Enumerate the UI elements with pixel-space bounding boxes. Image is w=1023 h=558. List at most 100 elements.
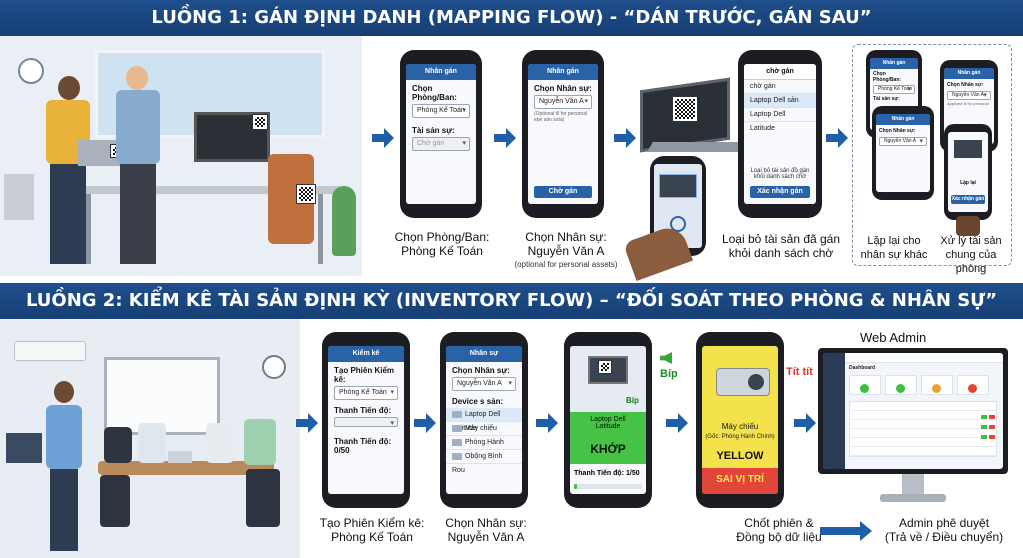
admin-topbar [845, 353, 1003, 363]
qr-sticker [598, 360, 612, 374]
stat-card[interactable] [885, 375, 917, 395]
arrow-right-icon [296, 413, 318, 433]
device-item[interactable]: Laptop Dell Latitude [446, 408, 522, 432]
warning-icon [932, 384, 941, 393]
staff-select[interactable]: Nguyễn Văn A [947, 91, 991, 100]
screen-header: chờ gán [744, 64, 816, 80]
clock-icon [18, 58, 44, 84]
monitor-base [880, 494, 946, 502]
optional-note: (Optional til for personal ebé sản sota) [534, 111, 588, 123]
caption-line: Xử lý tài sản [940, 235, 1002, 247]
device-label: Device s sản: [452, 397, 504, 406]
office-scene-1 [0, 36, 362, 276]
screen-header: Nhân gán [528, 64, 598, 80]
caption-line: Phòng Kế Toán [331, 530, 413, 544]
approve-button[interactable] [981, 425, 987, 429]
screen-header: Nhân gán [406, 64, 476, 80]
plant [332, 186, 356, 256]
staff-select[interactable]: Nguyễn Văn A [534, 95, 592, 109]
qr-sticker [296, 184, 316, 204]
person-legs [120, 164, 156, 264]
admin-monitor: Dashboard [818, 348, 1008, 474]
staff-label: Chọn Nhân sự: [452, 366, 510, 375]
check-icon [896, 384, 905, 393]
department-select[interactable]: Phòng Kế Toán [873, 85, 915, 94]
caption-2: Chọn Nhân sự: Nguyễn Văn A [426, 516, 546, 544]
person-head [54, 381, 74, 403]
matched-item: Laptop Dell Latitude [590, 416, 626, 430]
flow2-title: LUỒNG 2: KIỂM KÊ TÀI SẢN ĐỊNH KỲ (INVENT… [0, 283, 1023, 319]
caption-3: Loại bỏ tài sản đã gán khỏi danh sách ch… [712, 232, 850, 260]
confirm-assign-button[interactable]: Xác nhận gán [951, 195, 985, 204]
desk [70, 186, 340, 194]
caption-line: Chọn Nhân sự: [445, 516, 527, 530]
approve-button[interactable] [981, 435, 987, 439]
approve-button[interactable] [981, 415, 987, 419]
caption-line: Lặp lại cho [867, 235, 921, 247]
arrow-right-icon [666, 413, 688, 433]
progress-field [334, 417, 398, 430]
desk-leg [86, 194, 91, 264]
reject-button[interactable] [989, 415, 995, 419]
arrow-right-icon [494, 128, 516, 148]
progress-fill [574, 484, 577, 489]
department-label: Chọn Phòng/Ban: [412, 84, 457, 102]
staff-label: Tài sản sự: [873, 96, 900, 102]
repeat-label: Lập lại [960, 180, 976, 186]
reject-button[interactable] [989, 435, 995, 439]
device-item[interactable]: Phòng Hành [446, 436, 522, 450]
list-item[interactable]: Laptop Dell Latitude [744, 108, 816, 132]
stat-card[interactable] [921, 375, 953, 395]
clock-icon [262, 355, 286, 379]
screen-header: Kiểm kê [328, 346, 404, 362]
session-select[interactable]: Phòng Kế Toán [334, 386, 398, 400]
match-panel [570, 412, 646, 464]
meeting-table [98, 461, 274, 475]
phone-select-staff: Nhân gán Chọn Nhân sự: Nguyễn Văn A (Opt… [522, 50, 604, 218]
desk-leg [318, 194, 323, 264]
stat-card[interactable] [957, 375, 989, 395]
device-name: Obộng Bình Rou [452, 453, 503, 474]
staff-select[interactable]: Nguyễn Văn A [452, 377, 516, 391]
stat-card[interactable] [849, 375, 881, 395]
reject-button[interactable] [989, 425, 995, 429]
list-item[interactable]: chờ gán [744, 80, 816, 94]
air-conditioner [14, 341, 86, 361]
admin-table [849, 401, 997, 457]
phone-scan-wrong: Máy chiếu (Gốc: Phòng Hành Chính) YELLOW… [696, 332, 784, 508]
screen-header: Nhân gán [944, 68, 994, 79]
list-item[interactable]: Laptop Dell sản [744, 94, 816, 108]
chair [246, 469, 280, 527]
staff-select[interactable]: Chờ gán [412, 137, 470, 151]
printer [4, 174, 34, 220]
caption-line: nhân sự khác [860, 249, 928, 261]
progress-label: Thanh Tiến độ: [334, 406, 392, 415]
person-seated [244, 419, 276, 465]
caption-4: Admin phê duyệt (Trả về / Điều chuyển) [872, 516, 1016, 544]
flow1-title: LUỒNG 1: GÁN ĐỊNH DANH (MAPPING FLOW) - … [0, 0, 1023, 36]
device-item[interactable]: Máy chiếu [446, 422, 522, 436]
arrow-right-icon [372, 128, 394, 148]
caption-line: chung của phòng [945, 249, 997, 275]
staff-select[interactable]: Nguyễn Văn A [879, 137, 927, 146]
chair [100, 475, 130, 527]
caption-line: Admin phê duyệt [898, 516, 990, 530]
phone-shared-b: Lập lại Xác nhận gán [944, 124, 992, 220]
progress-text: Thanh Tiến độ: 0/50 [334, 437, 392, 455]
caption-3: Chốt phiên & Đồng bộ dữ liệu [714, 516, 844, 544]
phone-select-staff-inventory: Nhân sự Chọn Nhân sự: Nguyễn Văn A Devic… [440, 332, 528, 508]
person-body [116, 90, 160, 164]
assign-wait-button[interactable]: Chờ gán [534, 186, 592, 198]
admin-dashboard-label: Dashboard [849, 365, 876, 371]
device-item[interactable]: Obộng Bình Rou [446, 450, 522, 474]
progress-text: Thanh Tiến độ: 1/50 [574, 470, 640, 477]
caption-line: Nguyễn Văn A [447, 530, 525, 544]
confirm-assign-button[interactable]: Xác nhận gán [750, 186, 810, 198]
person-seated [206, 423, 234, 463]
arrow-right-icon [826, 128, 848, 148]
department-select[interactable]: Phòng Kế Toán [412, 104, 470, 118]
arrow-right-icon [794, 413, 816, 433]
screen-header: Nhân gán [870, 58, 918, 69]
wrong-item-origin: (Gốc: Phòng Hành Chính) [705, 434, 775, 440]
device-icon [452, 452, 462, 460]
